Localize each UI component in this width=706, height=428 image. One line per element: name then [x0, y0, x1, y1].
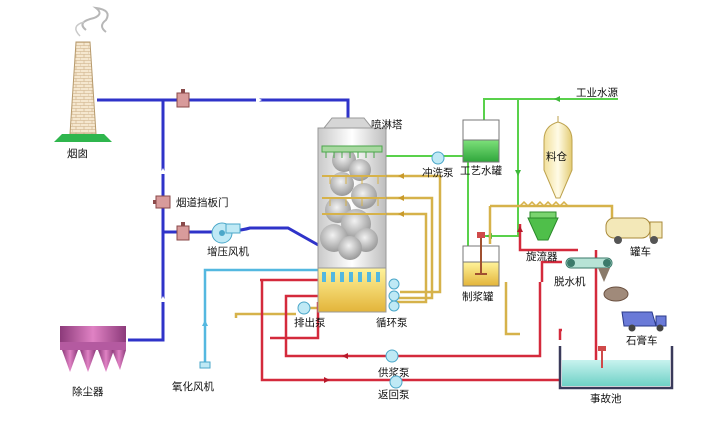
supply-pump-label: 供浆泵 — [378, 366, 410, 379]
circulation-pump-label: 循环泵 — [376, 316, 408, 329]
flue-damper-label: 烟道挡板门 — [176, 196, 229, 209]
flue-gas-lines — [97, 98, 350, 342]
water-lines — [386, 98, 618, 246]
gypsum-truck — [621, 311, 667, 332]
oxidation-fan-label: 氧化风机 — [172, 380, 214, 393]
cyclone-label: 旋流器 — [526, 250, 558, 263]
process-tank-label: 工艺水罐 — [460, 164, 502, 177]
slurry-prep-tank — [462, 232, 500, 287]
booster-fan-label: 增压风机 — [207, 245, 249, 258]
slurry-arrows — [398, 173, 404, 217]
gypsum-truck-label: 石膏车 — [626, 334, 658, 347]
cyclone — [527, 211, 559, 241]
return-lines — [260, 224, 598, 382]
silo — [543, 116, 573, 199]
spray-tower — [317, 117, 387, 313]
tanker-label: 罐车 — [630, 245, 651, 258]
booster-fan — [211, 222, 241, 244]
air-arrow — [202, 320, 208, 326]
chimney — [54, 6, 112, 142]
chimney-damper-valve — [176, 89, 190, 108]
dust-collector-label: 除尘器 — [72, 385, 104, 398]
supply-pump — [385, 349, 399, 363]
tanker-truck — [605, 217, 663, 244]
chimney-label: 烟囱 — [67, 147, 88, 160]
discharge-pump — [297, 301, 311, 315]
air-line — [203, 268, 318, 364]
slurry-tank-label: 制浆罐 — [462, 290, 494, 303]
industrial-water-label: 工业水源 — [576, 86, 618, 99]
accident-pool-label: 事故池 — [590, 392, 622, 405]
discharge-pump-label: 排出泵 — [294, 316, 326, 329]
flue-damper-valve — [153, 195, 171, 209]
spray-headers — [322, 175, 386, 215]
oxidation-fan — [199, 361, 211, 369]
screw-conveyor — [519, 200, 569, 208]
process-water-tank — [462, 119, 500, 163]
dewatering-machine — [565, 257, 613, 282]
silo-label: 料仓 — [546, 150, 567, 163]
flush-pump-label: 冲洗泵 — [422, 166, 454, 179]
return-pump-label: 返回泵 — [378, 389, 410, 401]
gypsum-pile — [603, 286, 629, 302]
booster-inlet-valve — [176, 222, 190, 241]
dewater-label: 脱水机 — [554, 275, 586, 288]
return-arrows — [324, 226, 523, 383]
flush-pump — [431, 151, 445, 165]
return-pump — [389, 375, 403, 389]
spray-header-1 — [321, 145, 383, 158]
spray-tower-label: 喷淋塔 — [371, 118, 403, 131]
circulation-pumps — [388, 278, 400, 312]
accident-pool — [558, 346, 674, 390]
oxidation-spargers — [322, 272, 380, 282]
flue-gas-arrows — [160, 97, 262, 302]
dust-collector — [60, 326, 126, 372]
